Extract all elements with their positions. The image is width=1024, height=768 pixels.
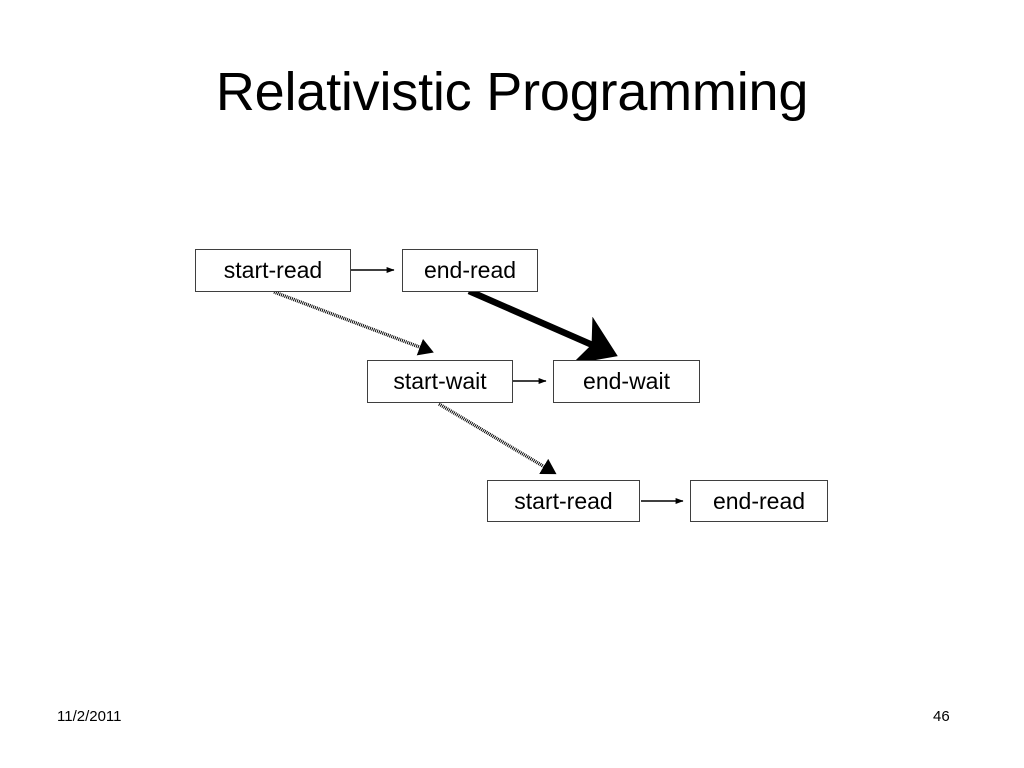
node-label: end-wait: [583, 368, 670, 394]
footer-page-number: 46: [933, 708, 950, 725]
footer-date: 11/2/2011: [57, 708, 122, 725]
node-end-read-row3[interactable]: end-read: [690, 480, 828, 522]
edge-start-read-to-start-wait-dotted: [273, 290, 434, 356]
node-label: end-read: [423, 257, 517, 283]
page-title: Relativistic Programming: [215, 62, 809, 122]
node-end-wait[interactable]: end-wait: [553, 360, 700, 403]
edge-start-wait-to-start-read-dotted: [438, 402, 557, 475]
node-end-read-row1[interactable]: end-read: [402, 249, 538, 292]
node-label: start-wait: [393, 368, 487, 394]
node-label: end-read: [712, 487, 806, 514]
node-start-read-row3[interactable]: start-read: [487, 480, 640, 522]
edge-end-read-to-end-wait-thick: [467, 288, 618, 365]
node-label: start-read: [223, 257, 323, 283]
node-label: start-read: [514, 487, 613, 514]
node-start-wait[interactable]: start-wait: [367, 360, 513, 403]
node-start-read-row1[interactable]: start-read: [195, 249, 351, 292]
